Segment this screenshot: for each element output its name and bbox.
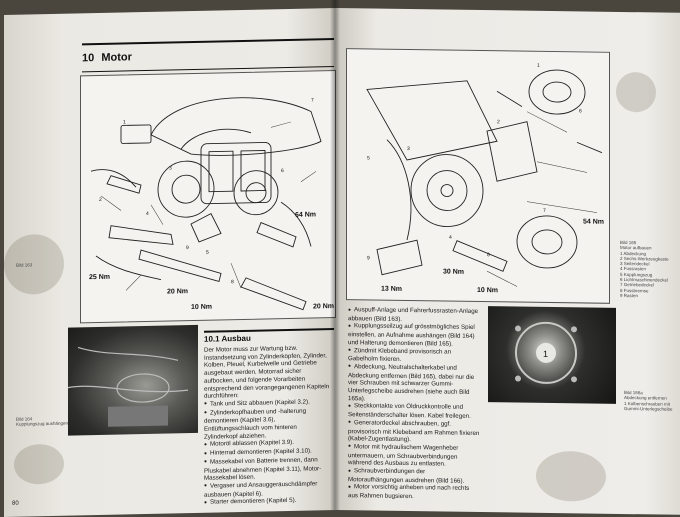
engine-exploded-illustration: 1 2 3 4 5 6 7 8 9	[90, 97, 322, 311]
svg-text:7: 7	[311, 97, 314, 103]
svg-text:8: 8	[487, 252, 490, 258]
step-item: Kupplungsseilzug auf grösstmögliches Spi…	[348, 323, 480, 349]
svg-text:9: 9	[186, 245, 189, 251]
chapter-heading: 10 Motor	[82, 38, 334, 73]
step-item: Motor mit hydraulischem Wagenheber unter…	[348, 443, 480, 469]
right-page: 1 2 3 4 5 6 7 8 9 54 Nm 30 Nm 13 Nm 10 Nm Bild…	[336, 8, 680, 515]
left-page: 10 Motor	[4, 8, 336, 517]
step-item: Auspuff-Anlage und Fahrerfussrasten-Anla…	[348, 306, 480, 324]
left-body-text: Der Motor muss zur Wartung bzw. Instands…	[204, 344, 332, 508]
svg-text:5: 5	[206, 250, 209, 256]
stain	[616, 71, 656, 113]
clutch-photo	[68, 324, 198, 436]
section-number: 10.1	[204, 334, 220, 344]
engine-side-exploded-illustration: 1 2 3 4 5 6 7 8 9	[366, 63, 603, 287]
svg-text:9: 9	[367, 255, 370, 261]
page-number: 80	[12, 500, 19, 507]
step-item: Massekabel von Batterie trennen, dann Pl…	[204, 456, 332, 483]
cover-photo-detail: 1	[515, 321, 577, 384]
svg-text:6: 6	[579, 108, 582, 114]
chapter-number: 10	[82, 52, 95, 65]
svg-text:8: 8	[231, 279, 234, 285]
svg-text:7: 7	[543, 208, 546, 214]
step-item: Zündmit Klebeband provisorisch an Gabelh…	[348, 347, 480, 365]
chapter-title: Motor	[101, 51, 132, 64]
cover-photo: 1	[488, 306, 616, 404]
torque-label: 13 Nm	[381, 285, 403, 293]
stain	[14, 443, 64, 485]
svg-text:2: 2	[497, 119, 500, 125]
svg-text:4: 4	[449, 235, 452, 241]
stain	[536, 450, 606, 502]
svg-text:1: 1	[123, 119, 126, 125]
torque-label: 25 Nm	[89, 273, 111, 282]
step-item: Motor vorsichtig anheben und nach rechts…	[348, 484, 480, 502]
photo-caption-text: Kupplungszug aushängen	[16, 420, 69, 427]
caption-line: Gummi-Unterlegscheibe	[624, 405, 673, 412]
step-item: Schraubverbindungen der Motoraufhängunge…	[348, 467, 480, 485]
torque-label: 30 Nm	[443, 268, 465, 276]
right-body-text: Auspuff-Anlage und Fahrerfussrasten-Anla…	[348, 306, 480, 502]
photo-caption-left: Bild 164 Kupplungszug aushängen	[16, 416, 72, 428]
step-item: Steckkontakte von Öldruckkontrolle und S…	[348, 403, 480, 421]
svg-text:6: 6	[281, 168, 284, 174]
caption-line: 9 Rasten	[620, 292, 639, 299]
svg-text:2: 2	[99, 197, 102, 203]
svg-text:1: 1	[543, 349, 548, 359]
step-item: Generatordeckel abschrauben, ggf. provis…	[348, 419, 480, 445]
step-item: Starter demontieren (Kapitel 5).	[204, 496, 332, 507]
photo-caption-right: Bild 166a Abdeckung entfernen 1 Kolbensc…	[624, 390, 680, 412]
svg-text:1: 1	[537, 63, 540, 69]
torque-label: 10 Nm	[191, 303, 213, 312]
book-gutter	[330, 0, 340, 510]
svg-text:3: 3	[407, 146, 410, 152]
section-title: Ausbau	[221, 333, 251, 344]
step-item: Zylinderkopfhauben und -halterung demont…	[204, 407, 332, 441]
intro-paragraph: Der Motor muss zur Wartung bzw. Instands…	[204, 344, 330, 400]
exploded-drawing-right: 1 2 3 4 5 6 7 8 9 54 Nm 30 Nm 13 Nm 10 Nm	[346, 48, 610, 304]
section-heading: 10.1 Ausbau	[204, 328, 334, 344]
torque-label: 64 Nm	[295, 211, 317, 219]
svg-text:4: 4	[146, 211, 149, 217]
figure-caption-right: Bild 165 Motor aufbauen 1 Abdeckung 2 Se…	[620, 240, 676, 299]
svg-text:3: 3	[169, 165, 172, 171]
torque-label: 20 Nm	[167, 288, 189, 296]
torque-label: 54 Nm	[583, 218, 605, 226]
svg-text:5: 5	[367, 155, 370, 161]
torque-label: 10 Nm	[477, 286, 499, 295]
step-item: Abdeckung, Neutralschalterkabel und Abde…	[348, 363, 480, 404]
figure-caption-title: Bild 163	[16, 262, 33, 268]
clutch-photo-detail	[68, 346, 189, 427]
